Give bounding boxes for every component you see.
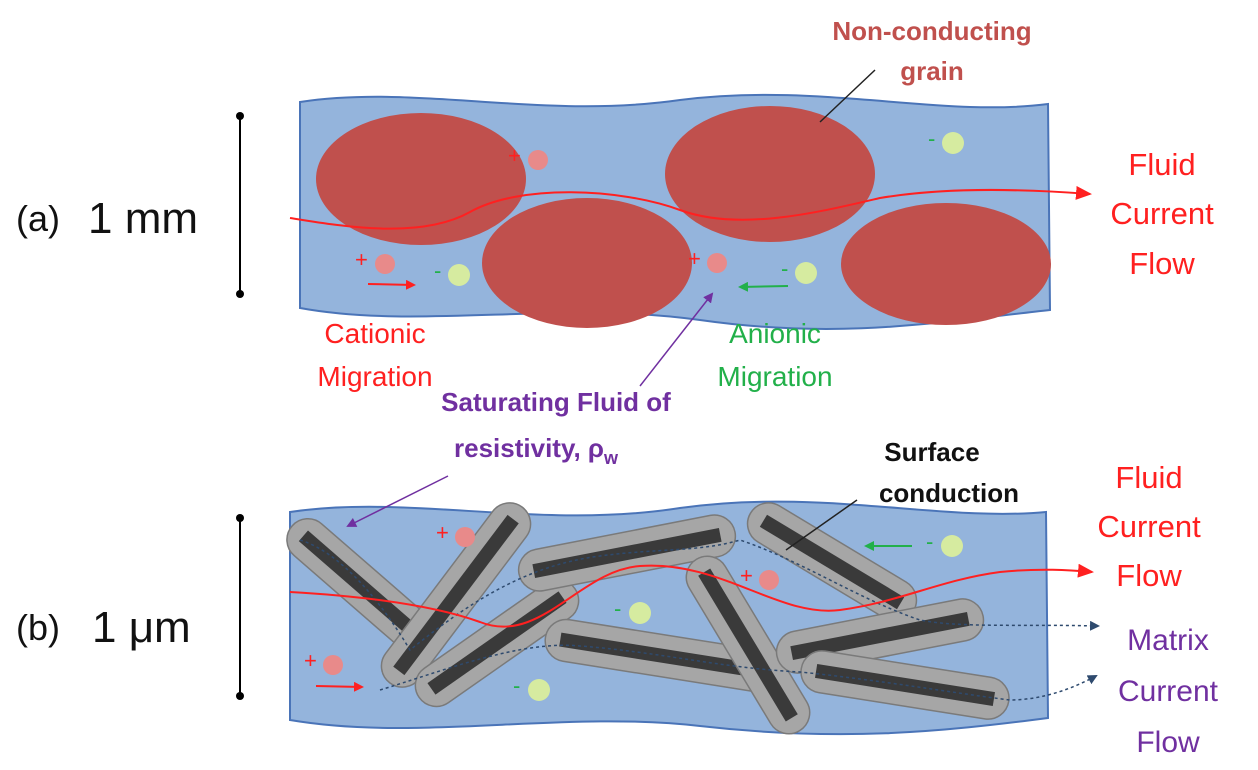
minus-sign: -: [781, 256, 788, 281]
cationic-migration-label: Cationic: [324, 318, 425, 349]
anion: [942, 132, 964, 154]
panel-a: + - + - + - (a) 1 mm Non-conducting grai…: [16, 16, 1214, 468]
minus-sign: -: [513, 673, 520, 698]
grain-label: Non-conducting: [832, 16, 1031, 46]
matrix-current-flow-label: Flow: [1136, 726, 1200, 759]
fluid-current-path-b: [289, 563, 1094, 628]
anion: [448, 264, 470, 286]
fluid-current-flow-label-b: Fluid: [1115, 460, 1182, 495]
cation: [759, 570, 779, 590]
scale-bar-end: [236, 692, 244, 700]
clay-particle: [414, 578, 580, 708]
clay-particle: [517, 514, 737, 592]
saturating-fluid-leader-b: [346, 475, 449, 527]
panel-label-a: (a): [16, 198, 60, 239]
scale-bar-end: [236, 290, 244, 298]
matrix-current-path: [299, 539, 1100, 652]
grain: [482, 198, 692, 328]
plus-sign: +: [688, 246, 701, 271]
surface-conduction-label: Surface: [884, 437, 979, 467]
saturating-fluid-label: Saturating Fluid of: [441, 387, 671, 417]
fluid-current-flow-label-a: Current: [1110, 196, 1214, 231]
minus-sign: -: [926, 529, 933, 554]
saturating-fluid-text: resistivity, ρ: [454, 433, 604, 463]
minus-sign: -: [434, 258, 441, 283]
scale-bar-end: [236, 112, 244, 120]
matrix-current-flow-label: Current: [1118, 675, 1219, 708]
cation: [455, 527, 475, 547]
fluid-current-flow-label-b: Flow: [1116, 558, 1182, 593]
fluid-current-flow-label-a: Fluid: [1128, 147, 1195, 182]
cation: [323, 655, 343, 675]
surface-conduction-label: conduction: [879, 478, 1019, 508]
grain: [665, 106, 875, 242]
saturating-fluid-subscript: w: [603, 448, 619, 468]
plus-sign: +: [355, 247, 368, 272]
minus-sign: -: [614, 596, 621, 621]
plus-sign: +: [436, 520, 449, 545]
anionic-migration-arrow: [738, 281, 789, 292]
cationic-migration-arrow: [367, 279, 416, 290]
panel-b: + + + - - - (b) 1 μm Surface conduction …: [16, 437, 1219, 759]
minus-sign: -: [928, 126, 935, 151]
cationic-migration-arrow: [315, 681, 364, 692]
fluid-current-path-a: [289, 185, 1092, 230]
cation: [707, 253, 727, 273]
matrix-current-path: [379, 644, 1098, 701]
anion: [528, 679, 550, 701]
clay-particle: [685, 555, 811, 735]
scale-bar-end: [236, 514, 244, 522]
saturating-fluid-leader-a: [639, 292, 714, 387]
grain-leader-line: [819, 69, 876, 123]
anion: [629, 602, 651, 624]
scale-label-a: 1 mm: [88, 194, 198, 243]
saturating-fluid-label: resistivity, ρw: [454, 433, 619, 468]
grain: [841, 203, 1051, 325]
clay-particle: [746, 502, 918, 622]
grain-label: grain: [900, 56, 964, 86]
grain: [316, 113, 526, 245]
fluid-current-flow-label-a: Flow: [1129, 246, 1195, 281]
cation: [375, 254, 395, 274]
cation: [528, 150, 548, 170]
cationic-migration-label: Migration: [317, 361, 432, 392]
clay-particle: [380, 502, 532, 688]
plus-sign: +: [508, 143, 521, 168]
clay-particle: [800, 650, 1010, 720]
fluid-current-flow-label-b: Current: [1097, 509, 1201, 544]
anionic-migration-label: Migration: [717, 361, 832, 392]
panel-label-b: (b): [16, 607, 60, 648]
surface-conduction-leader: [785, 499, 858, 551]
anionic-migration-label: Anionic: [729, 318, 821, 349]
anion: [795, 262, 817, 284]
anion: [941, 535, 963, 557]
plus-sign: +: [740, 563, 753, 588]
matrix-current-flow-label: Matrix: [1127, 624, 1209, 657]
scale-label-b: 1 μm: [92, 603, 191, 652]
plus-sign: +: [304, 648, 317, 673]
